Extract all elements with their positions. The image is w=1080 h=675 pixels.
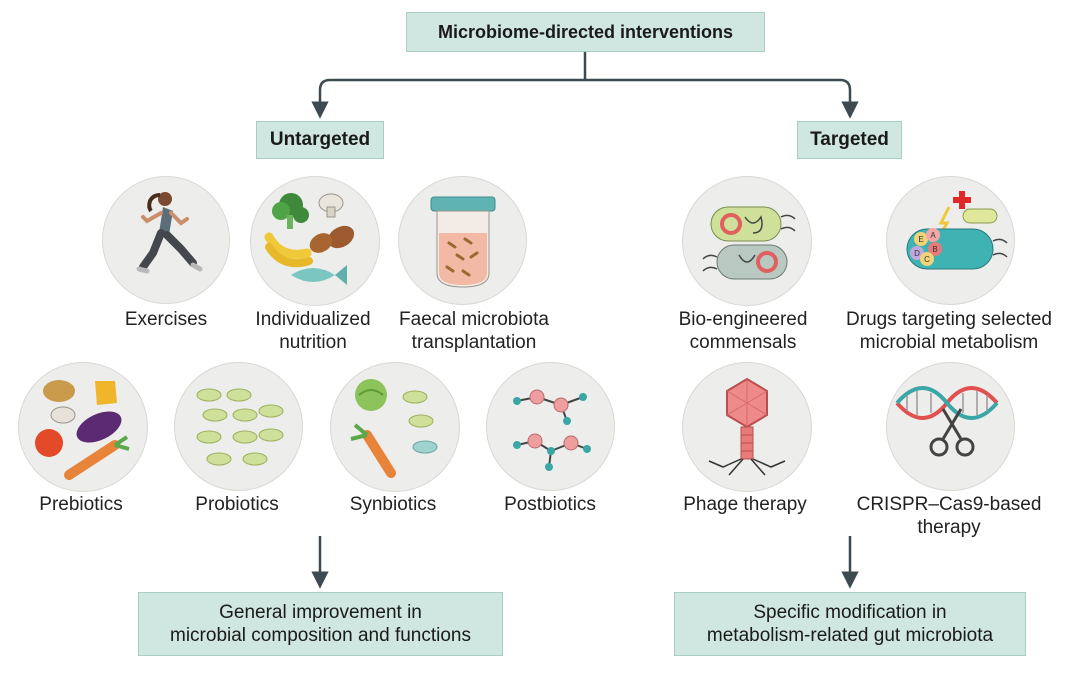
diagram-title: Microbiome-directed interventions [406,12,765,52]
drug-targeting-label-line-1: Drugs targeting selected [846,309,1052,330]
prebiotics-label: Prebiotics [39,493,122,516]
untargeted-category: Untargeted [256,121,384,159]
crispr-label: CRISPR–Cas9-based therapy [857,493,1042,539]
molecules-icon [513,389,591,471]
dna-scissors-icon [895,386,999,457]
crispr-label-line-1: CRISPR–Cas9-based [856,494,1042,515]
bio-engineered-circle [682,176,812,306]
metabolite-a-label: A [930,231,936,240]
bio-engineered-label-line-1: Bio-engineered [678,309,808,330]
targeted-category: Targeted [797,121,902,159]
drug-targeting-label: Drugs targeting selected microbial metab… [846,308,1052,354]
vegetables-bacteria-icon [350,379,438,478]
fmt-label-line-1: Faecal microbiota [399,309,549,330]
synbiotics-circle [330,362,460,492]
crispr-circle [886,362,1015,491]
exercises-label: Exercises [125,308,207,331]
prebiotics-circle [18,362,148,492]
postbiotics-circle [486,362,615,491]
fmt-label: Faecal microbiota transplantation [399,308,549,354]
exercises-circle [102,176,230,304]
engineered-bacteria-icon [702,206,796,280]
bio-engineered-label-line-2: commensals [689,332,797,353]
exercises-label-line-1: Exercises [124,309,208,330]
metabolite-c-label: C [924,255,930,264]
phage-label-line-1: Phage therapy [683,494,807,515]
targeted-outcome: Specific modification in metabolism-rela… [674,592,1026,656]
runner-icon [136,192,203,274]
untargeted-outcome-line-2: microbial composition and functions [170,625,471,646]
metabolite-b-label: B [932,245,937,254]
targeted-outcome-line-1: Specific modification in [753,602,947,623]
bacteria-icon [196,388,284,466]
metabolite-e-label: E [918,235,923,244]
drug-targeting-circle: A B C D E [886,176,1015,305]
targeted-outcome-line-2: metabolism-related gut microbiota [706,625,994,646]
nutrition-label: Individualized nutrition [255,308,370,354]
phage-label: Phage therapy [683,493,807,516]
nutrition-label-line-1: Individualized [255,309,371,330]
phage-circle [682,362,812,492]
vegetables-icon [35,380,130,480]
synbiotics-label: Synbiotics [350,493,437,516]
probiotics-circle [174,362,303,491]
drug-targeting-label-line-2: microbial metabolism [859,332,1039,353]
nutrition-label-line-2: nutrition [279,332,347,353]
crispr-label-line-2: therapy [917,517,981,538]
metabolite-d-label: D [914,249,920,258]
nutrition-circle [250,176,380,306]
prebiotics-label-line-1: Prebiotics [39,494,123,515]
specimen-tube-icon [430,196,496,288]
fmt-label-line-2: transplantation [411,332,537,353]
synbiotics-label-line-1: Synbiotics [349,494,437,515]
probiotics-label: Probiotics [195,493,278,516]
branch-right-arrow [585,78,859,119]
phage-icon [708,377,786,476]
postbiotics-label-line-1: Postbiotics [504,494,596,515]
untargeted-outcome: General improvement in microbial composi… [138,592,503,656]
fmt-circle [398,176,527,305]
probiotics-label-line-1: Probiotics [195,494,279,515]
postbiotics-label: Postbiotics [504,493,596,516]
drug-bacterium-icon: A B C D E [906,191,1008,270]
untargeted-outcome-line-1: General improvement in [219,602,422,623]
bio-engineered-label: Bio-engineered commensals [679,308,808,354]
food-icon [264,193,355,285]
branch-left-arrow [311,78,585,119]
